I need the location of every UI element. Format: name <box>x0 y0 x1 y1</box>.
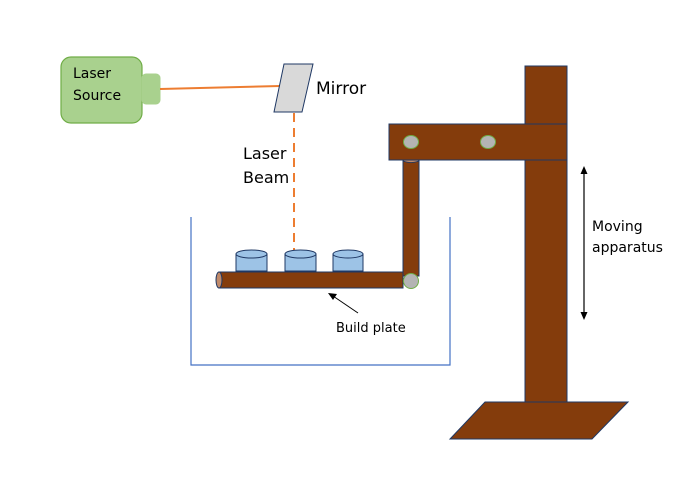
pointer-arrowhead-icon <box>328 293 337 300</box>
horizontal-arm <box>388 123 568 161</box>
plate-joint <box>403 273 419 289</box>
stand-base <box>448 401 630 440</box>
laser-beam-label-2: Beam <box>243 168 289 187</box>
build-plate-end <box>215 271 223 289</box>
moving-apparatus-label-2: apparatus <box>592 240 663 256</box>
vertical-rod <box>402 159 420 277</box>
printed-parts <box>235 249 364 272</box>
powder-tank <box>190 217 451 366</box>
laser-source-label-2: Source <box>73 88 121 104</box>
mirror-label: Mirror <box>316 79 366 99</box>
printed-part <box>332 249 364 272</box>
arrow-down-icon <box>580 312 588 320</box>
build-plate-pointer <box>332 295 359 314</box>
laser-source-nozzle <box>141 73 161 105</box>
build-plate-label: Build plate <box>336 321 406 336</box>
arm-bolt <box>480 135 496 149</box>
moving-apparatus-label-1: Moving <box>592 219 643 235</box>
support-column <box>524 65 568 405</box>
laser-source-label-1: Laser <box>73 66 111 82</box>
arrow-up-icon <box>580 166 588 174</box>
arm-bolt <box>403 135 419 149</box>
laser-beam-horizontal <box>159 85 281 90</box>
build-plate <box>218 271 404 289</box>
printed-part <box>235 249 268 272</box>
mirror-shape <box>273 63 314 113</box>
printed-part <box>284 249 317 272</box>
laser-beam-label-1: Laser <box>243 144 287 163</box>
